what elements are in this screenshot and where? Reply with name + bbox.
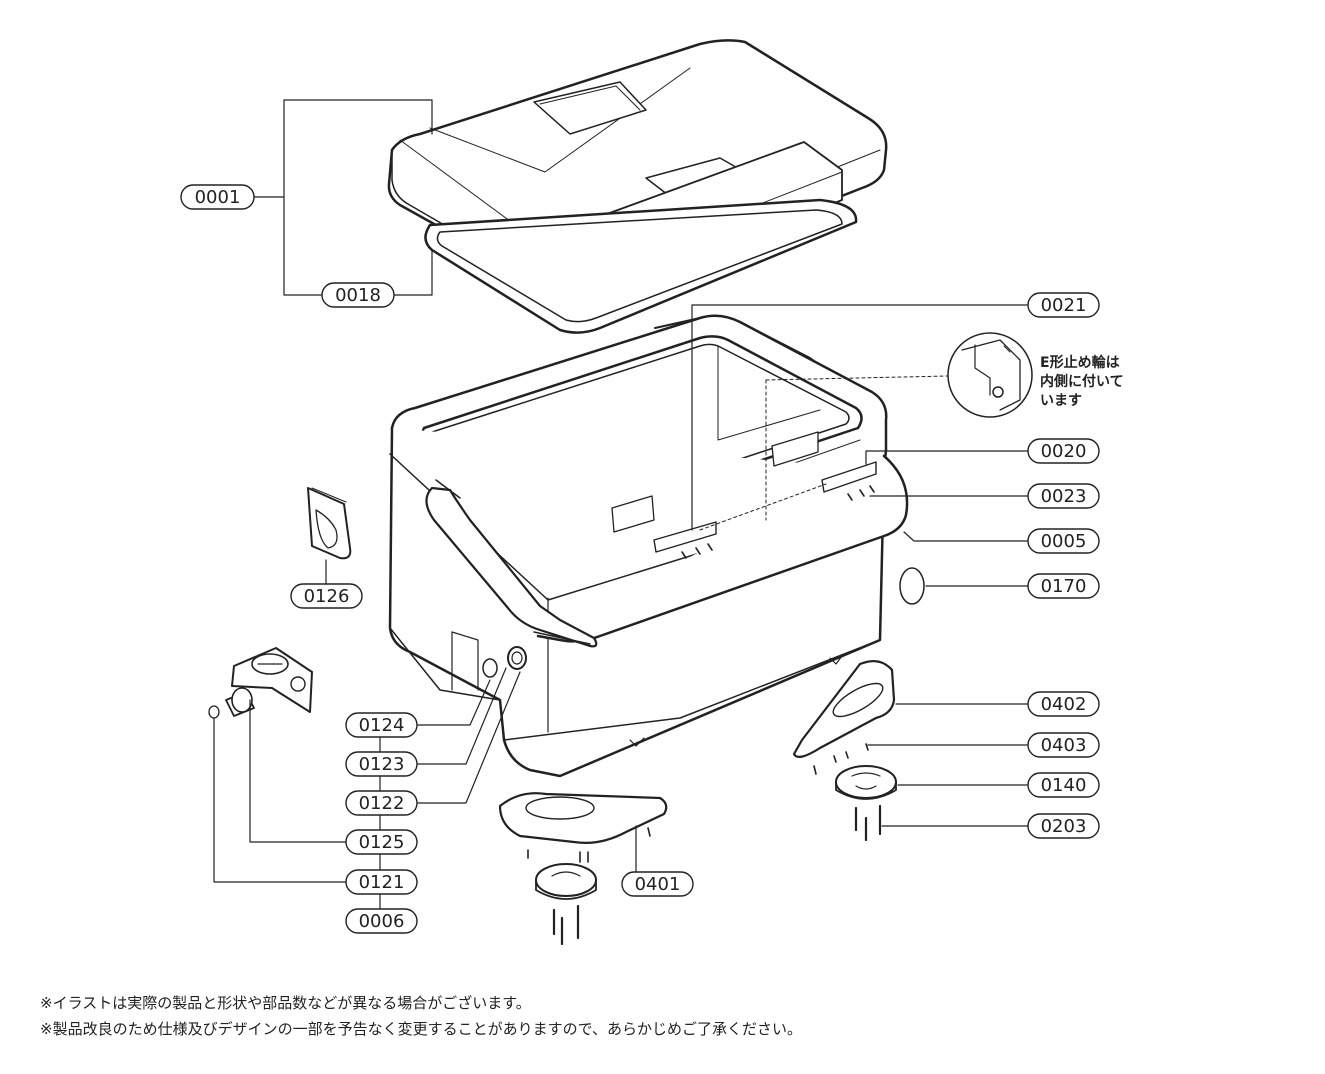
svg-text:E形止め輪は: E形止め輪は — [1040, 354, 1120, 371]
svg-text:0001: 0001 — [195, 187, 241, 208]
svg-text:内側に付いて: 内側に付いて — [1040, 373, 1124, 390]
svg-text:0402: 0402 — [1041, 694, 1087, 715]
svg-text:います: います — [1040, 393, 1082, 409]
svg-text:0140: 0140 — [1041, 775, 1087, 796]
part-label-0023: 0023 — [1027, 483, 1100, 509]
part-label-0401: 0401 — [621, 871, 694, 897]
part-label-0402: 0402 — [1027, 691, 1100, 717]
svg-text:0020: 0020 — [1041, 441, 1087, 462]
part-label-0018: 0018 — [321, 282, 395, 308]
part-label-0124: 0124 — [345, 712, 418, 738]
svg-text:0018: 0018 — [335, 285, 381, 306]
svg-text:0006: 0006 — [359, 911, 405, 932]
part-label-0140: 0140 — [1027, 772, 1100, 798]
svg-text:0170: 0170 — [1041, 576, 1087, 597]
svg-text:0121: 0121 — [359, 872, 405, 893]
foot-0401-drawing — [498, 792, 668, 946]
part-label-0001: 0001 — [180, 184, 255, 210]
retaining-ring-note: E形止め輪は 内側に付いて います — [1040, 354, 1124, 409]
leader-lines — [213, 99, 1029, 911]
part-label-0020: 0020 — [1027, 438, 1100, 464]
footnote-illustration: ※イラストは実際の製品と形状や部品数などが異なる場合がございます。 — [40, 994, 531, 1012]
foot-base-0140-drawing — [835, 765, 897, 842]
svg-text:0126: 0126 — [304, 586, 350, 607]
part-label-0203: 0203 — [1027, 813, 1100, 839]
svg-text:0122: 0122 — [359, 793, 405, 814]
part-label-0021: 0021 — [1027, 292, 1100, 318]
part-label-0122: 0122 — [345, 790, 418, 816]
part-label-0403: 0403 — [1027, 732, 1100, 758]
svg-text:0203: 0203 — [1041, 816, 1087, 837]
footnote-specification: ※製品改良のため仕様及びデザインの一部を予告なく変更することがありますので、あら… — [40, 1020, 802, 1038]
detail-circle-drawing — [947, 332, 1033, 418]
part-label-0126: 0126 — [290, 583, 363, 609]
part-label-0121: 0121 — [345, 869, 418, 895]
svg-text:0403: 0403 — [1041, 735, 1087, 756]
svg-text:0005: 0005 — [1041, 531, 1087, 552]
part-label-0005: 0005 — [1027, 528, 1100, 554]
svg-text:0125: 0125 — [359, 832, 405, 853]
gasket-drawing — [424, 198, 858, 334]
part-label-0006: 0006 — [345, 908, 418, 934]
svg-text:0123: 0123 — [359, 754, 405, 775]
foot-0402-drawing — [792, 659, 896, 775]
svg-text:0023: 0023 — [1041, 486, 1087, 507]
svg-text:0401: 0401 — [635, 874, 681, 895]
svg-text:0021: 0021 — [1041, 295, 1087, 316]
svg-text:0124: 0124 — [359, 715, 405, 736]
part-label-0123: 0123 — [345, 751, 418, 777]
part-label-0170: 0170 — [1027, 573, 1100, 599]
bracket-0126-drawing — [307, 487, 352, 560]
label-oval-drawing — [899, 567, 925, 605]
part-label-0125: 0125 — [345, 829, 418, 855]
drain-cap-drawing — [208, 647, 313, 719]
